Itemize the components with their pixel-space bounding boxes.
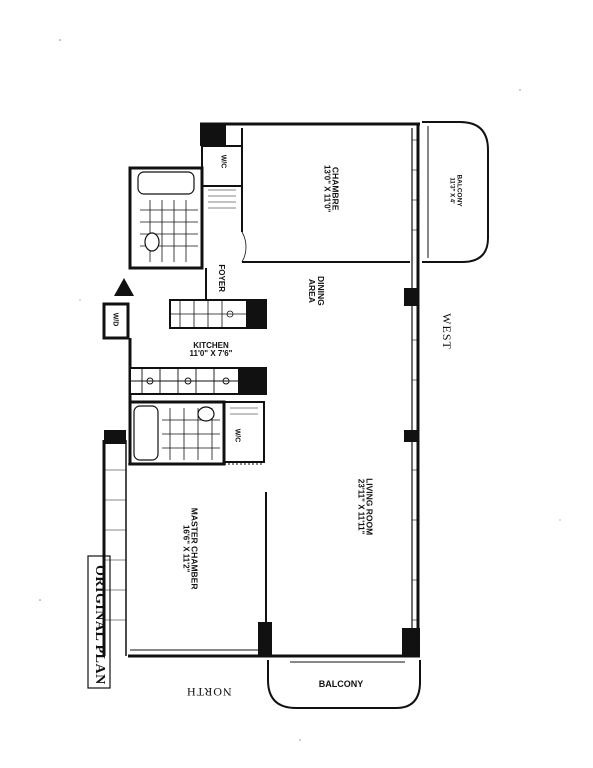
room-dining-name: DINING [315, 276, 326, 306]
room-dining-sub: AREA [307, 278, 317, 303]
room-balcony-top-dim: 11'3" X 4' [448, 177, 455, 204]
balcony-bottom-outline [267, 660, 421, 709]
original-plan-frame [87, 555, 111, 689]
room-chambre-name: CHAMBRE [330, 166, 341, 211]
room-foyer: FOYER [217, 253, 227, 303]
room-kitchen: KITCHEN 11'0" X 7'6" [176, 341, 246, 359]
wic-top-closet [201, 145, 243, 187]
bathroom-bottom [128, 400, 226, 466]
room-balcony-top: BALCONY 11'3" X 4' [448, 156, 463, 226]
west-windows [412, 139, 418, 621]
entry-arrow-icon [114, 278, 134, 296]
balcony-top-outline [422, 121, 489, 263]
room-foyer-name: FOYER [217, 264, 227, 292]
master-windows [104, 469, 126, 621]
scan-noise [39, 39, 561, 741]
tag-wic-top: W/C [219, 154, 227, 169]
closet-hatch [208, 189, 236, 209]
room-living: LIVING ROOM 23'11" X 11'11" [356, 442, 375, 572]
kitchen-counter-upper [169, 299, 267, 329]
wd-closet [102, 302, 130, 340]
room-chambre-dim: 13'0" X 11'0" [322, 164, 332, 213]
room-master-dim: 16'6" X 11'2" [181, 524, 191, 573]
kitchen-counter-lower [129, 367, 267, 395]
room-master-name: MASTER CHAMBER [189, 507, 200, 590]
compass-west: WEST [439, 313, 454, 350]
room-balcony-bottom: BALCONY [306, 679, 376, 689]
room-balcony-top-name: BALCONY [455, 174, 463, 207]
bathroom-top [128, 166, 204, 270]
original-plan-label: ORIGINAL PLAN [92, 565, 107, 685]
room-chambre: CHAMBRE 13'0" X 11'0" [322, 134, 341, 244]
room-living-name: LIVING ROOM [364, 478, 375, 536]
compass-north: NORTH [186, 685, 232, 699]
room-kitchen-name: KITCHEN [193, 341, 229, 350]
tag-wd: W/D [111, 312, 119, 327]
room-living-dim: 23'11" X 11'11" [356, 478, 366, 535]
room-dining: DINING AREA [307, 261, 326, 321]
room-balcony-bottom-name: BALCONY [318, 679, 364, 689]
wic-bottom-closet [223, 401, 265, 463]
tag-wic-bottom: W/C [233, 428, 241, 443]
structural-columns [104, 124, 420, 656]
room-kitchen-dim: 11'0" X 7'6" [189, 349, 233, 359]
room-master: MASTER CHAMBER 16'6" X 11'2" [181, 489, 200, 609]
